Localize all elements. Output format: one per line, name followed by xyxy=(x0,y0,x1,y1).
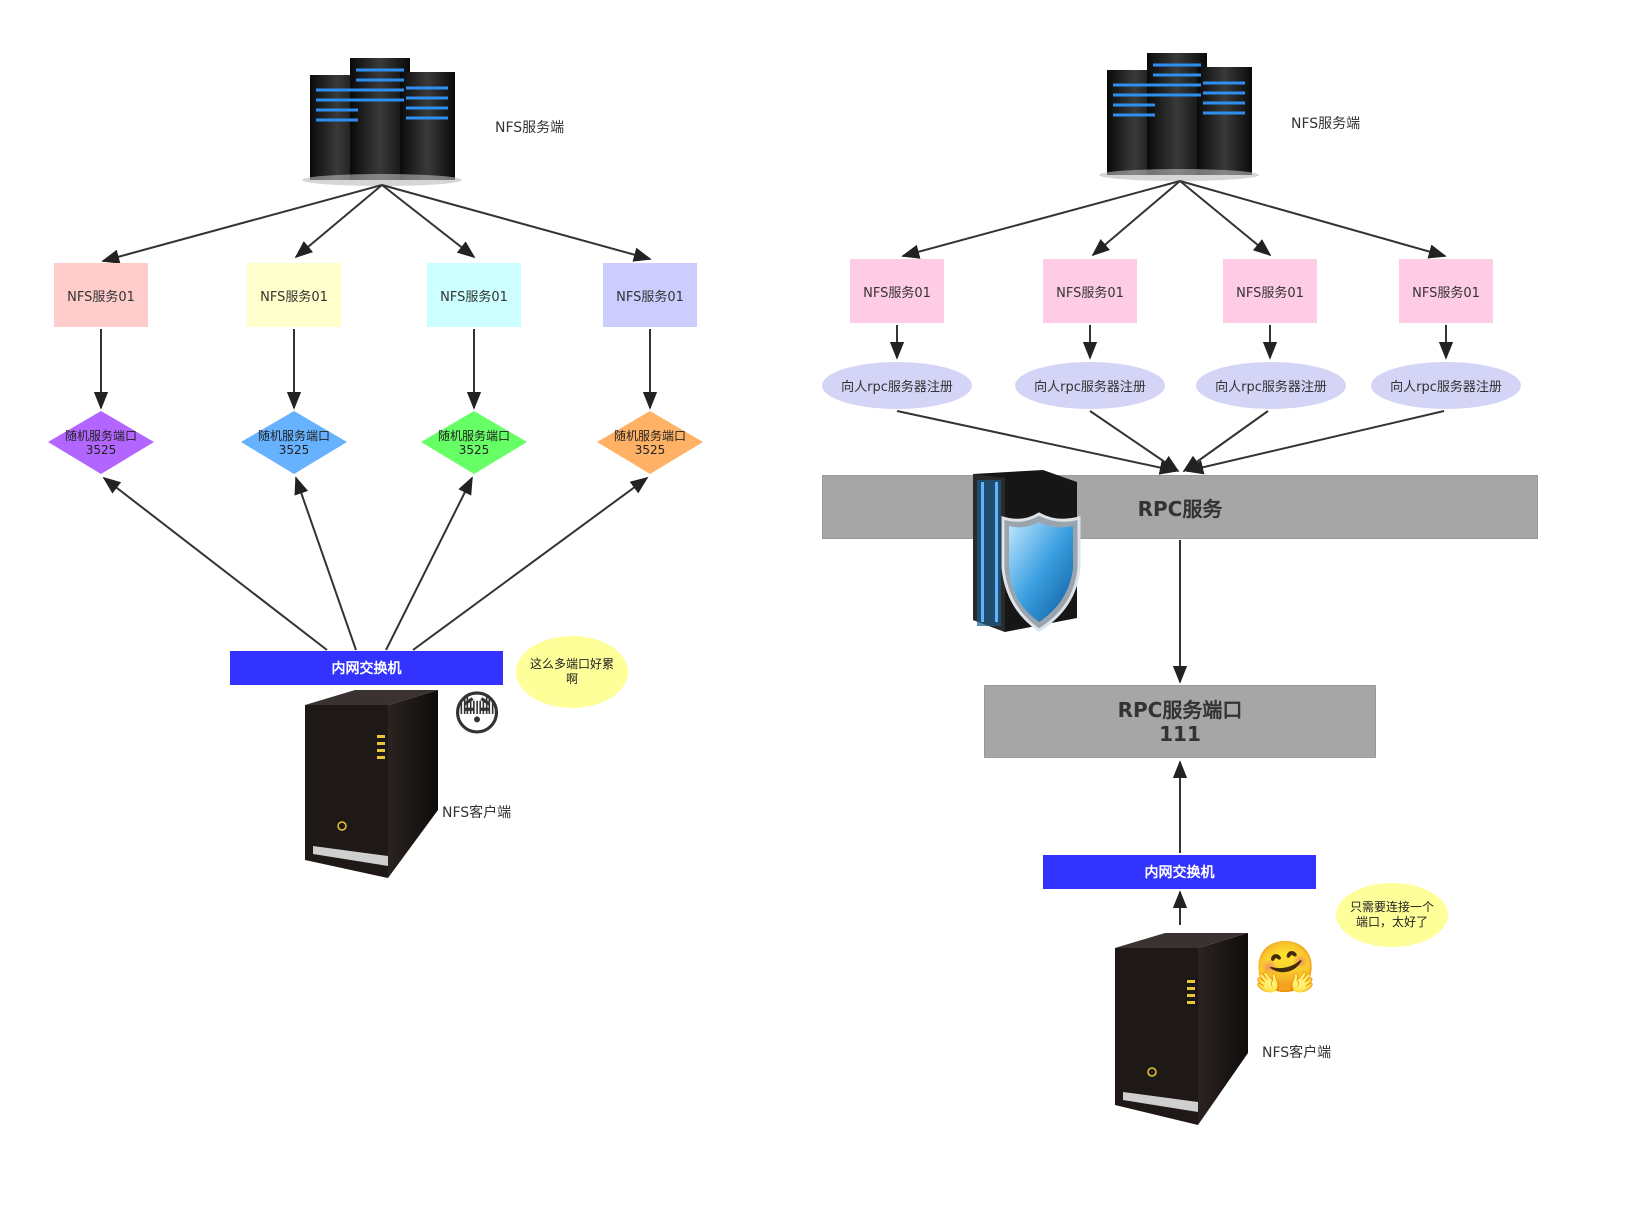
port-diamond-4 xyxy=(597,411,703,474)
port-number: 3525 xyxy=(278,443,310,457)
port-name: 随机服务端口 xyxy=(257,429,330,443)
port-name: 随机服务端口 xyxy=(437,429,510,443)
port-diamond-3 xyxy=(421,411,527,474)
hugging-face-icon: 🤗 xyxy=(1254,938,1317,996)
rpc-register-ellipse-3: 向人rpc服务器注册 xyxy=(1196,362,1346,409)
rpc-register-ellipse-1: 向人rpc服务器注册 xyxy=(822,362,972,409)
rpc-service-label: RPC服务 xyxy=(1137,496,1223,521)
server-label: NFS服务端 xyxy=(1291,116,1361,132)
nfs-service-box-2: NFS服务01 xyxy=(1043,259,1137,323)
nfs-service-box-3: NFS服务01 xyxy=(1223,259,1317,323)
nfs-service-box-4: NFS服务01 xyxy=(1399,259,1493,323)
port-diamond-1 xyxy=(48,411,154,474)
nfs-service-label: NFS服务01 xyxy=(1236,285,1304,301)
server-rack-icon xyxy=(302,58,462,186)
client-pc-icon xyxy=(305,690,438,878)
nfs-service-label: NFS服务01 xyxy=(1056,285,1124,301)
rpc-port-number: 111 xyxy=(1159,721,1201,746)
rpc-register-ellipse-2: 向人rpc服务器注册 xyxy=(1015,362,1165,409)
nfs-service-label: NFS服务01 xyxy=(863,285,931,301)
speech-bubble: 这么多端口好累啊 xyxy=(516,636,628,708)
rpc-register-ellipse-4: 向人rpc服务器注册 xyxy=(1371,362,1521,409)
port-number: 3525 xyxy=(458,443,490,457)
nfs-service-label: NFS服务01 xyxy=(616,289,684,305)
nfs-service-box-2: NFS服务01 xyxy=(247,263,341,327)
nfs-service-box-3: NFS服务01 xyxy=(427,263,521,327)
rpc-service-bar: RPC服务 xyxy=(822,475,1538,539)
nfs-service-label: NFS服务01 xyxy=(1412,285,1480,301)
server-rack-icon xyxy=(1099,53,1259,181)
speech-bubble: 只需要连接一个端口，太好了 xyxy=(1336,883,1448,947)
security-server-icon xyxy=(973,470,1081,632)
nfs-service-label: NFS服务01 xyxy=(440,289,508,305)
nfs-service-box-1: NFS服务01 xyxy=(850,259,944,323)
port-name: 随机服务端口 xyxy=(613,429,686,443)
nfs-service-box-4: NFS服务01 xyxy=(603,263,697,327)
rpc-port-box: RPC服务端口 111 xyxy=(984,685,1376,758)
flushed-face-icon: 😳 xyxy=(452,686,503,742)
rpc-port-label: RPC服务端口 xyxy=(1117,697,1243,722)
port-number: 3525 xyxy=(634,443,666,457)
client-label: NFS客户端 xyxy=(442,805,512,821)
port-name: 随机服务端口 xyxy=(64,429,137,443)
nfs-service-label: NFS服务01 xyxy=(260,289,328,305)
server-label: NFS服务端 xyxy=(495,120,565,136)
client-pc-icon xyxy=(1115,933,1248,1125)
client-label: NFS客户端 xyxy=(1262,1045,1332,1061)
network-switch: 内网交换机 xyxy=(230,651,503,685)
port-diamond-2 xyxy=(241,411,347,474)
nfs-service-box-1: NFS服务01 xyxy=(54,263,148,327)
port-number: 3525 xyxy=(85,443,117,457)
network-switch: 内网交换机 xyxy=(1043,855,1316,889)
nfs-service-label: NFS服务01 xyxy=(67,289,135,305)
